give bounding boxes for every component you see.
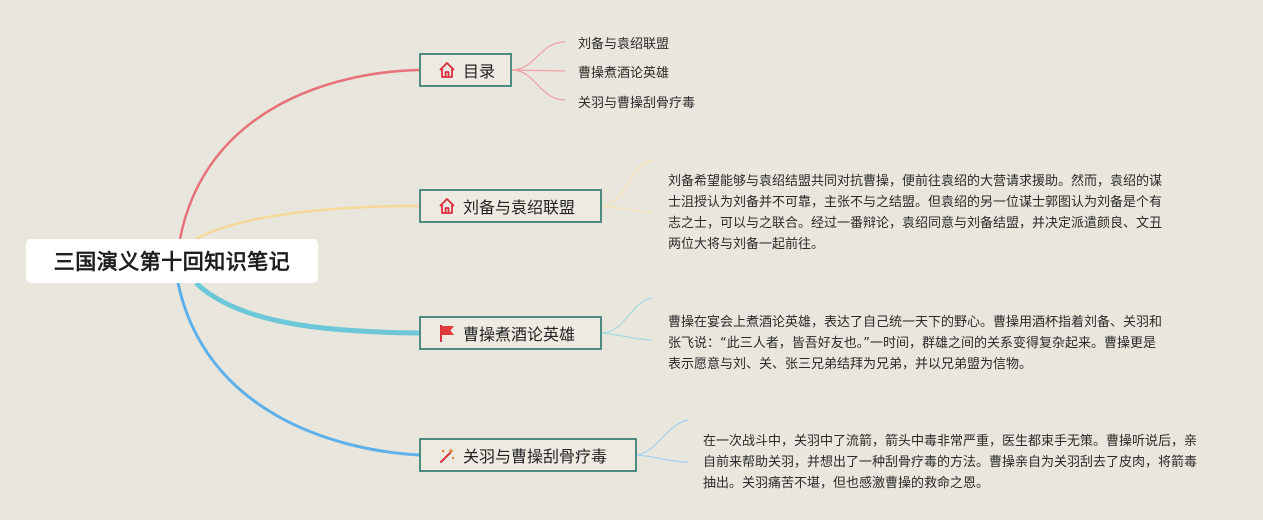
note-connector-alliance-b [601,205,653,213]
topic-alliance[interactable]: 刘备与袁绍联盟 [419,189,602,223]
leaf-connector-2 [511,69,566,72]
leaf-connector-1 [511,41,566,71]
topic-heroes[interactable]: 曹操煮酒论英雄 [419,316,602,350]
leaf-item[interactable]: 刘备与袁绍联盟 [578,37,670,52]
note-connector-heroes-b [601,332,653,341]
topic-contents[interactable]: 目录 [419,53,512,87]
home-icon [437,196,457,216]
branch-connector-contents [178,68,420,240]
branch-connector-heroes [194,281,420,336]
note-surgery: 在一次战斗中，关羽中了流箭，箭头中毒非常严重，医生都束手无策。曹操听说后，亲自前… [703,434,1198,491]
note-connector-alliance [601,159,653,207]
branch-connector-alliance [195,204,420,241]
topic-surgery[interactable]: 关羽与曹操刮骨疗毒 [419,438,637,472]
flag-icon [437,323,457,343]
note-connector-surgery-b [636,454,689,463]
sparkle-icon [437,445,457,465]
note-heroes: 曹操在宴会上煮酒论英雄，表达了自己统一天下的野心。曹操用酒杯指着刘备、关羽和张飞… [668,315,1163,372]
topic-heroes-label: 曹操煮酒论英雄 [463,325,576,344]
topic-surgery-label: 关羽与曹操刮骨疗毒 [463,447,608,466]
branch-connector-surgery [176,282,420,457]
home-icon [437,60,457,80]
topic-alliance-label: 刘备与袁绍联盟 [463,198,576,217]
note-alliance: 刘备希望能够与袁绍结盟共同对抗曹操，便前往袁绍的大营请求援助。然而，袁绍的谋士沮… [668,174,1163,252]
leaf-connector-3 [511,69,566,101]
note-connector-heroes [601,297,653,334]
root-topic[interactable]: 三国演义第十回知识笔记 [26,239,318,283]
root-title: 三国演义第十回知识笔记 [53,250,291,274]
leaf-item[interactable]: 关羽与曹操刮骨疗毒 [578,96,696,111]
topic-contents-label: 目录 [463,62,496,81]
note-connector-surgery [636,419,689,456]
leaf-item[interactable]: 曹操煮酒论英雄 [578,66,670,81]
